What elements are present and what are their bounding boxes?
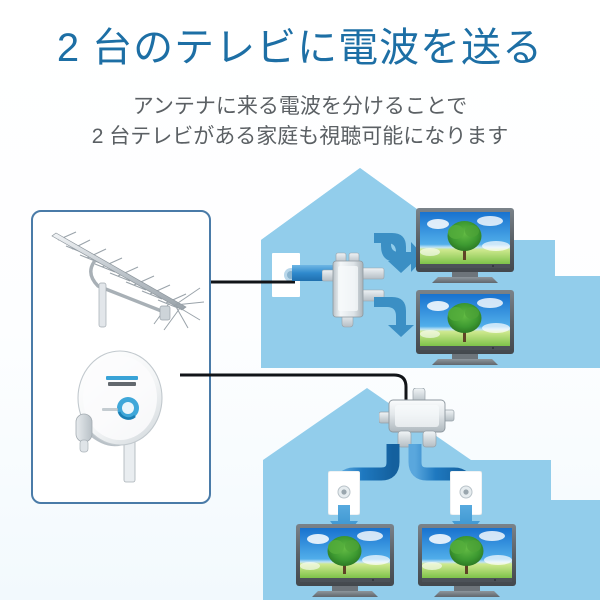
wall-plate-left[interactable]	[327, 470, 361, 520]
signal-splitter-upper[interactable]	[321, 252, 386, 335]
tv-upper-2[interactable]	[416, 290, 514, 368]
yagi-antenna	[42, 228, 205, 341]
cable-satellite	[180, 372, 412, 417]
wall-plate-right[interactable]	[449, 470, 483, 520]
signal-arrow-upper-1	[374, 228, 430, 284]
page-title: 2 台のテレビに電波を送る	[56, 26, 544, 70]
tv-upper-1[interactable]	[416, 208, 514, 286]
signal-splitter-lower[interactable]	[378, 387, 455, 459]
signal-arrow-lower-right	[450, 505, 482, 544]
signal-arrow-lower-left	[328, 505, 360, 544]
subtitle-line-1: アンテナに来る電波を分けることで	[132, 95, 468, 118]
page-subtitle: アンテナに来る電波を分けることで 2 台テレビがある家庭も視聴可能になります	[0, 92, 600, 152]
signal-arrow-upper-2	[374, 295, 430, 346]
cable-terrestrial	[203, 272, 295, 290]
satellite-dish	[62, 348, 182, 493]
subtitle-line-2: 2 台テレビがある家庭も視聴可能になります	[91, 124, 509, 148]
tv-lower-1[interactable]	[296, 524, 394, 598]
tv-lower-2[interactable]	[418, 524, 516, 598]
